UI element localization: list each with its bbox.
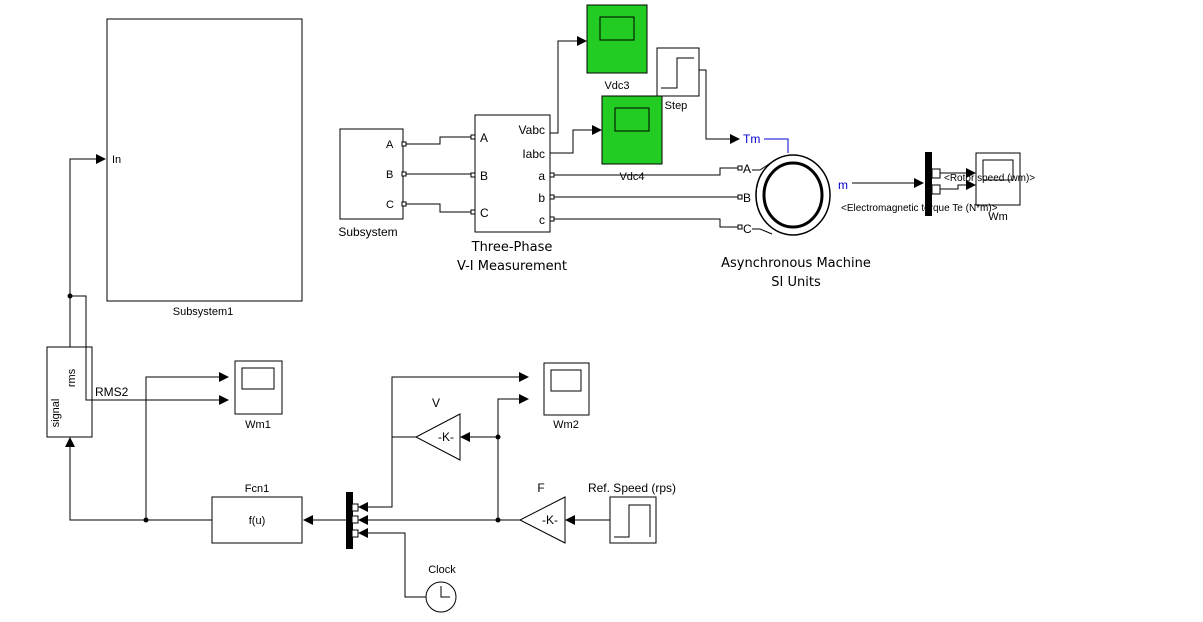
wire-mux-fcn bbox=[303, 515, 346, 525]
scope-wm-label: Wm bbox=[988, 211, 1008, 223]
scope-vdc4[interactable] bbox=[601, 95, 663, 165]
subsystem1-name: Subsystem1 bbox=[173, 306, 234, 318]
mux-block[interactable] bbox=[346, 492, 359, 549]
subsystem-port-a: A bbox=[386, 139, 394, 151]
wires-v-mux bbox=[358, 372, 529, 512]
gain-v-block[interactable]: -K- bbox=[414, 413, 461, 461]
vi-name-line1: Three-Phase bbox=[471, 240, 553, 255]
vi-in-b: B bbox=[480, 169, 488, 183]
gain-f-block[interactable]: -K- bbox=[518, 496, 566, 544]
scope-wm2[interactable] bbox=[543, 362, 590, 416]
machine-tm-label: Tm bbox=[743, 132, 760, 146]
machine-port-a: A bbox=[743, 162, 751, 176]
subsystem-port-c: C bbox=[386, 199, 394, 211]
ref-speed-name: Ref. Speed (rps) bbox=[588, 481, 676, 495]
vi-in-c: C bbox=[480, 206, 489, 220]
wires-phase-in bbox=[406, 136, 471, 213]
wire-ref-f bbox=[565, 515, 610, 525]
gain-f-value: -K- bbox=[542, 513, 558, 527]
subsystem1-block[interactable]: In bbox=[106, 18, 303, 302]
clock-name: Clock bbox=[428, 564, 456, 576]
scope-wm1-label: Wm1 bbox=[245, 419, 271, 431]
vi-out-iabc: Iabc bbox=[522, 147, 545, 161]
step-block[interactable] bbox=[656, 47, 700, 97]
wires-bus-wm bbox=[940, 168, 976, 190]
scope-vdc3[interactable] bbox=[586, 4, 648, 74]
vi-out-a: a bbox=[538, 169, 545, 183]
subsystem1-in-label: In bbox=[112, 154, 121, 166]
rms-block[interactable]: rms signal bbox=[46, 346, 93, 438]
scope-wm[interactable] bbox=[975, 152, 1021, 206]
wires-f-mux bbox=[358, 394, 529, 525]
machine-port-c: C bbox=[743, 222, 752, 236]
wires-rms-subsystem1 bbox=[67, 154, 229, 405]
machine-name-line1: Asynchronous Machine bbox=[721, 256, 871, 271]
scope-vdc4-label: Vdc4 bbox=[619, 171, 644, 183]
async-machine-block[interactable]: Tm m A B C bbox=[737, 132, 848, 236]
fcn-expr: f(u) bbox=[249, 515, 266, 527]
wire-step-tm bbox=[699, 69, 740, 144]
scope-wm1[interactable] bbox=[234, 360, 283, 415]
step-label: Step bbox=[665, 100, 688, 112]
bus-out2-label: <Electromagnetic torque Te (N*m)> bbox=[841, 203, 998, 214]
fcn-block[interactable]: f(u) bbox=[211, 496, 303, 544]
wire-clock-mux bbox=[358, 528, 426, 598]
rms-bottom-label: signal bbox=[50, 399, 62, 428]
fcn-name: Fcn1 bbox=[245, 483, 269, 495]
vi-name-line2: V-I Measurement bbox=[457, 259, 567, 274]
scope-vdc3-label: Vdc3 bbox=[604, 80, 629, 92]
gain-f-name: F bbox=[537, 481, 544, 495]
vi-out-b: b bbox=[538, 191, 545, 205]
vi-out-vabc: Vabc bbox=[519, 123, 545, 137]
machine-port-b: B bbox=[743, 191, 751, 205]
wires-fcn-rms bbox=[65, 372, 229, 523]
machine-name-line2: SI Units bbox=[771, 275, 821, 290]
gain-v-value: -K- bbox=[438, 430, 454, 444]
rms-top-label: rms bbox=[66, 368, 78, 387]
gain-v-name: V bbox=[432, 396, 440, 410]
bus-out1-label: <Rotor speed (wm)> bbox=[944, 173, 1035, 184]
subsystem-name: Subsystem bbox=[338, 225, 397, 239]
wires-meas-scopes bbox=[550, 36, 602, 154]
scope-wm2-label: Wm2 bbox=[553, 419, 579, 431]
subsystem-block[interactable]: A B C bbox=[339, 128, 407, 220]
rms-name: RMS2 bbox=[95, 385, 129, 399]
ref-speed-block[interactable] bbox=[609, 496, 657, 544]
vi-measurement-block[interactable]: A B C Vabc Iabc a b c bbox=[470, 114, 555, 233]
subsystem-port-b: B bbox=[386, 169, 393, 181]
wires-phase-out bbox=[554, 167, 738, 228]
vi-in-a: A bbox=[480, 131, 488, 145]
clock-block[interactable] bbox=[425, 581, 457, 613]
vi-out-c: c bbox=[539, 213, 545, 227]
machine-m-label: m bbox=[838, 178, 848, 192]
wire-m-bus bbox=[852, 178, 924, 188]
